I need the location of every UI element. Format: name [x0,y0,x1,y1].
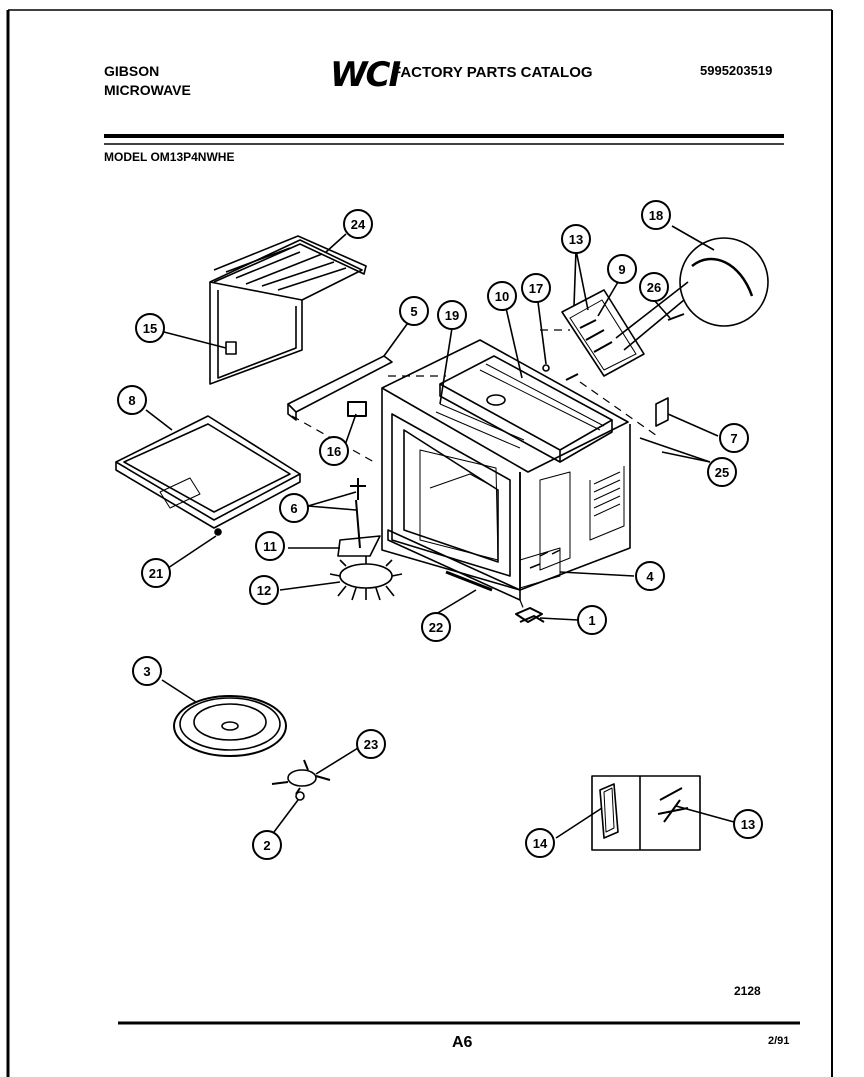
svg-text:9: 9 [618,262,625,277]
svg-text:5: 5 [410,304,417,319]
svg-text:2: 2 [263,838,270,853]
callout-9: 9 [607,254,637,284]
header-rules [104,134,784,145]
svg-text:4: 4 [646,569,654,584]
callout-24: 24 [343,209,373,239]
page-number: A6 [452,1034,473,1051]
bracket-part-7 [655,397,669,427]
callout-2: 2 [252,830,282,860]
svg-text:10: 10 [495,289,509,304]
svg-text:23: 23 [364,737,378,752]
wci-logo: WCI [330,55,401,95]
callout-14: 14 [525,828,555,858]
callout-11: 11 [255,531,285,561]
svg-text:13: 13 [741,817,755,832]
latch-part-1 [515,607,545,623]
svg-text:17: 17 [529,281,543,296]
outer-cover-part [209,235,367,385]
leader-lines [145,225,735,839]
svg-text:6: 6 [290,501,297,516]
inset-detail [591,775,701,851]
callout-19: 19 [437,300,467,330]
date-code: 2/91 [768,1035,790,1047]
figure-number: 2128 [734,984,761,998]
rail-part-5 [287,355,393,421]
callout-6: 6 [279,493,309,523]
svg-text:15: 15 [143,321,157,336]
callout-21: 21 [141,558,171,588]
roller-ring-part [271,759,331,795]
catalog-title: FACTORY PARTS CATALOG [392,64,593,81]
svg-text:16: 16 [327,444,341,459]
oven-cavity-part [381,339,631,591]
waveguide-part [439,355,613,463]
callout-23: 23 [356,729,386,759]
turntable-tray-part [173,695,287,757]
callout-17: 17 [521,273,551,303]
thermal-fuse-part [347,401,367,417]
model-number: MODEL OM13P4NWHE [104,150,235,164]
callouts: 24 15 8 5 19 10 17 13 9 26 18 7 25 16 6 … [117,200,763,860]
callout-5: 5 [399,296,429,326]
svg-text:12: 12 [257,583,271,598]
svg-text:25: 25 [715,465,729,480]
base-rail-part [387,529,521,601]
callout-8: 8 [117,385,147,415]
catalog-number: 5995203519 [700,63,773,78]
callout-13-top: 13 [561,224,591,254]
screw-25 [565,373,579,381]
svg-text:18: 18 [649,208,663,223]
svg-text:11: 11 [263,539,277,554]
svg-text:1: 1 [588,613,595,628]
svg-text:3: 3 [143,664,150,679]
callout-13-inset: 13 [733,809,763,839]
callout-16: 16 [319,436,349,466]
bottom-plate-part [115,415,301,529]
page-border [6,9,833,1077]
svg-text:24: 24 [351,217,366,232]
product-type: MICROWAVE [104,82,191,98]
callout-3: 3 [132,656,162,686]
callout-4: 4 [635,561,665,591]
callout-10: 10 [487,281,517,311]
svg-text:7: 7 [730,431,737,446]
screw-26 [667,313,685,321]
svg-text:14: 14 [533,836,548,851]
svg-text:22: 22 [429,620,443,635]
screw-21 [214,528,222,536]
brand-name: GIBSON [104,63,160,79]
svg-text:26: 26 [647,280,661,295]
screw-17 [542,364,550,372]
callout-22: 22 [421,612,451,642]
coupler-part-2 [295,791,305,801]
svg-text:21: 21 [149,566,163,581]
callout-18: 18 [641,200,671,230]
svg-text:8: 8 [128,393,135,408]
callout-7: 7 [719,423,749,453]
callout-12: 12 [249,575,279,605]
callout-15: 15 [135,313,165,343]
cord-detail-part [615,237,769,351]
callout-25: 25 [707,457,737,487]
control-panel-part [561,289,645,377]
svg-text:13: 13 [569,232,583,247]
stirrer-assembly [329,478,403,601]
svg-text:19: 19 [445,308,459,323]
callout-26: 26 [639,272,669,302]
callout-1: 1 [577,605,607,635]
